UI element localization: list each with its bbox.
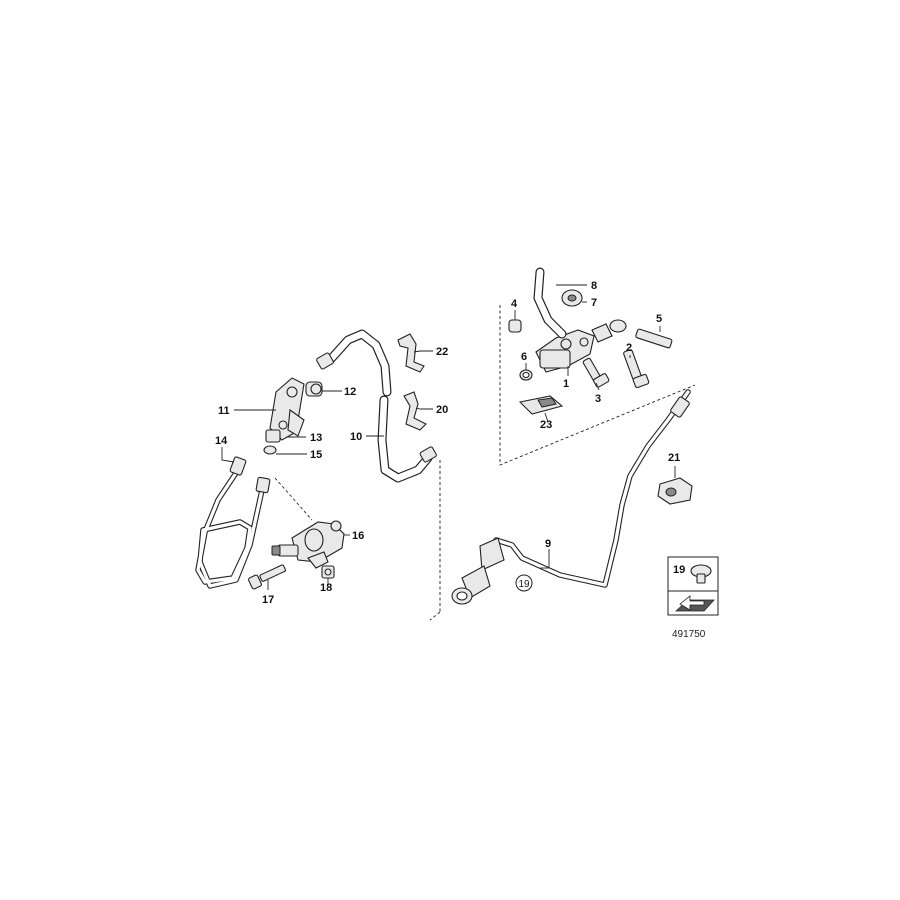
callout-7: 7 — [591, 297, 597, 309]
legend-clip-icon — [690, 564, 712, 584]
part-3-bolt — [582, 357, 610, 388]
part-15-seal — [263, 445, 277, 455]
callout-12: 12 — [344, 386, 356, 398]
part-14-clutch-pipe — [195, 456, 271, 589]
callout-2: 2 — [626, 342, 632, 354]
callout-22: 22 — [436, 346, 448, 358]
part-18-nut — [321, 565, 335, 579]
callout-10: 10 — [350, 431, 362, 443]
part-4-seal-ring — [508, 319, 522, 333]
callout-21: 21 — [668, 452, 680, 464]
part-1-master-cylinder — [535, 323, 613, 373]
part-11-bracket — [269, 377, 305, 441]
callout-9: 9 — [545, 538, 551, 550]
circled-reference-19: 19 — [515, 574, 533, 592]
part-23-pedal-pad — [518, 395, 564, 415]
callout-4: 4 — [511, 298, 518, 310]
callout-15: 15 — [310, 449, 322, 461]
callout-1: 1 — [563, 378, 569, 390]
callout-8: 8 — [591, 280, 597, 292]
legend-number: 19 — [673, 564, 685, 576]
callout-5: 5 — [656, 313, 662, 325]
part-13-union — [265, 429, 281, 443]
callout-3: 3 — [595, 393, 601, 405]
legend-box-19: 19 — [667, 556, 719, 616]
callout-16: 16 — [352, 530, 364, 542]
callout-labels: 1 2 3 4 5 6 7 8 9 10 11 12 13 14 15 16 1… — [215, 280, 680, 606]
part-21-holder — [657, 477, 693, 505]
callout-13: 13 — [310, 432, 322, 444]
part-8-supply-hose — [533, 267, 567, 339]
drawing-id: 491750 — [672, 629, 706, 640]
part-10-clutch-hose — [316, 329, 437, 483]
part-9-clutch-pipe — [451, 389, 691, 605]
legend-arrow-icon — [674, 595, 715, 612]
part-22-clip — [397, 333, 425, 373]
part-5-pushrod — [609, 319, 673, 349]
dashed-reference-lines — [274, 305, 696, 621]
callout-18: 18 — [320, 582, 332, 594]
part-6-o-ring — [519, 369, 533, 381]
callout-6: 6 — [521, 351, 527, 363]
part-2-bolt — [623, 349, 650, 389]
callout-14: 14 — [215, 435, 228, 447]
part-7-reservoir-cap — [561, 289, 583, 307]
leader-lines — [221, 284, 676, 590]
part-20-clip — [403, 391, 427, 431]
part-17-bolt — [248, 564, 287, 590]
part-16-slave-cylinder — [271, 520, 345, 569]
callout-17: 17 — [262, 594, 274, 606]
part-12-union-nut — [305, 381, 323, 397]
callout-20: 20 — [436, 404, 448, 416]
callout-11: 11 — [218, 405, 230, 417]
callout-23: 23 — [540, 419, 552, 431]
circled-reference-text: 19 — [519, 579, 531, 590]
